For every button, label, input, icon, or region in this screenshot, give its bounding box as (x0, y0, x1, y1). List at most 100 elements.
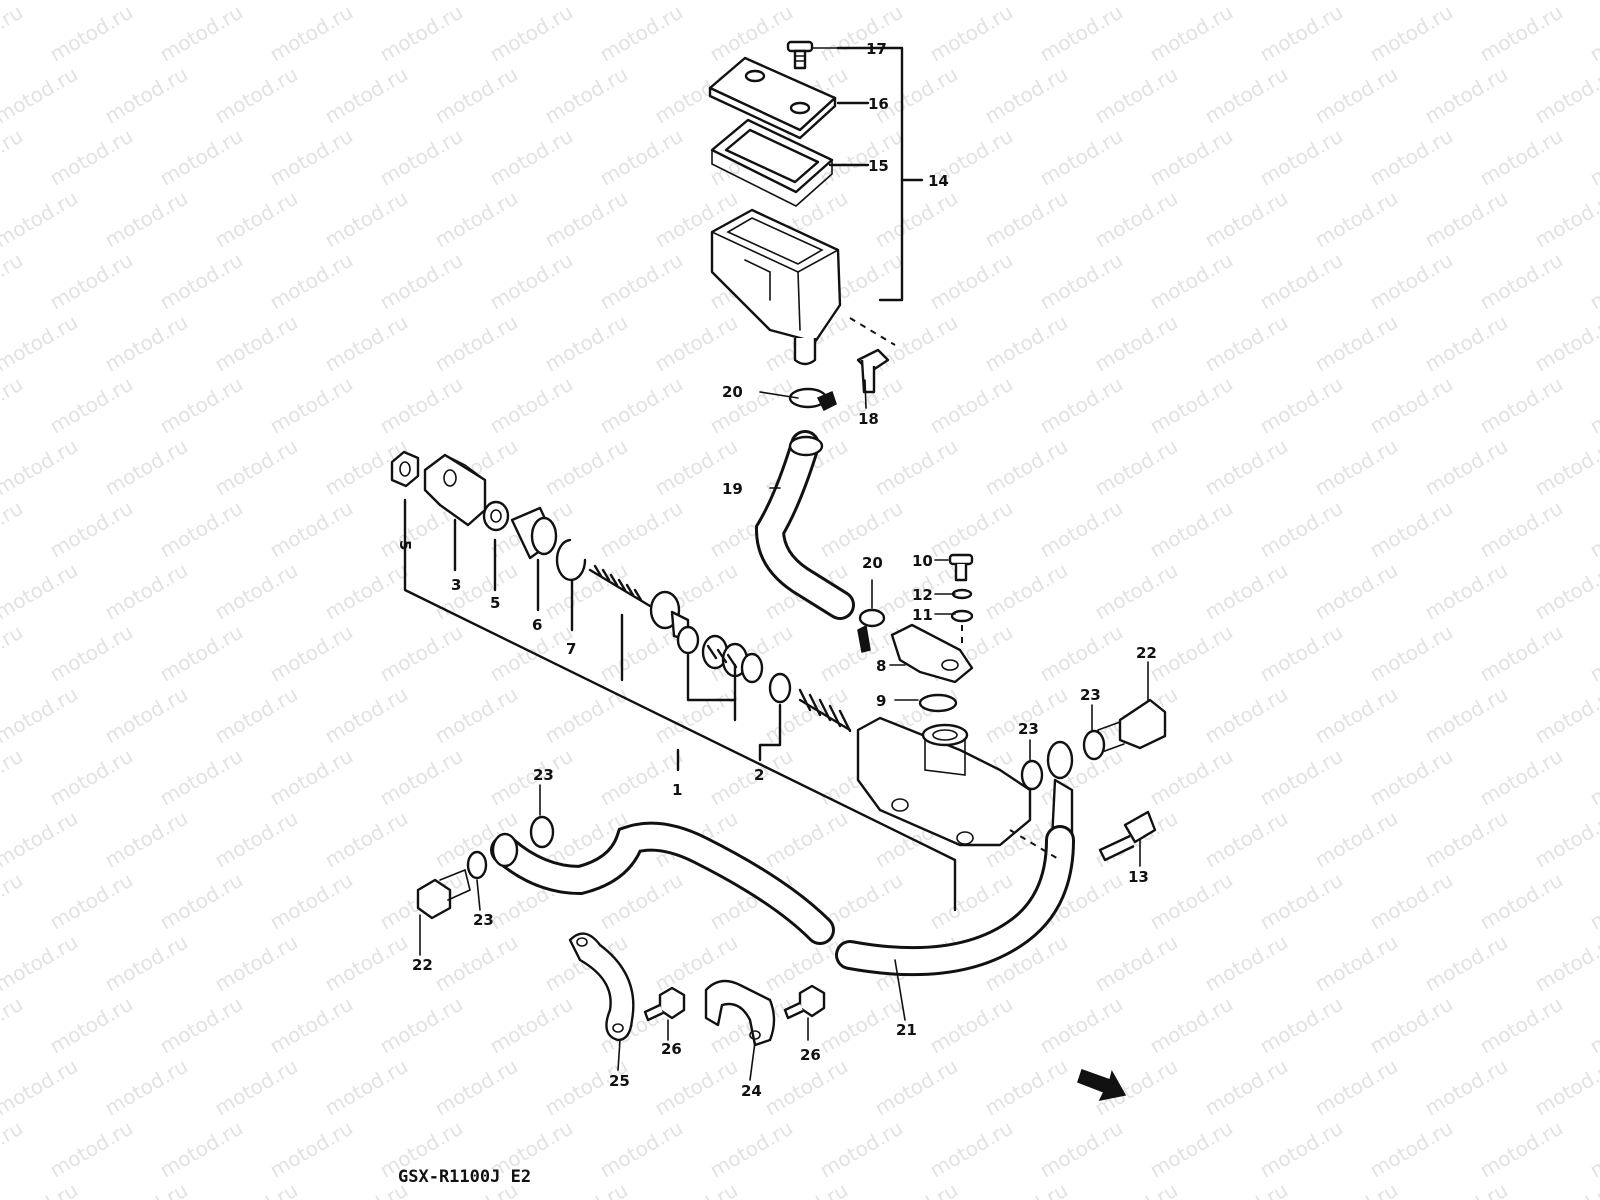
watermark-text: motod.ru (156, 0, 247, 66)
watermark-text: motod.ru (981, 558, 1072, 625)
watermark-text: motod.ru (1531, 1054, 1600, 1121)
watermark-text: motod.ru (1146, 372, 1237, 439)
watermark-text: motod.ru (1421, 1054, 1512, 1121)
watermark-text: motod.ru (0, 1178, 82, 1200)
watermark-text: motod.ru (1366, 0, 1457, 66)
watermark-text: motod.ru (871, 310, 962, 377)
watermark-text: motod.ru (486, 248, 577, 315)
watermark-text: motod.ru (1421, 558, 1512, 625)
callout-15: 15 (868, 157, 889, 175)
watermark-text: motod.ru (101, 434, 192, 501)
watermark-text: motod.ru (1421, 434, 1512, 501)
watermark-text: motod.ru (1476, 868, 1567, 935)
callout-5-right: 5 (490, 594, 500, 612)
watermark-text: motod.ru (431, 62, 522, 129)
hose-joint-8 (890, 623, 974, 684)
watermark-text: motod.ru (596, 1116, 687, 1183)
watermark-text: motod.ru (1036, 372, 1127, 439)
callout-labels: 17 16 15 14 20 18 19 20 10 12 11 8 9 23 … (396, 40, 1157, 1100)
watermark-text: motod.ru (1311, 682, 1402, 749)
watermark-text: motod.ru (1366, 992, 1457, 1059)
watermark-text: motod.ru (431, 0, 522, 4)
watermark-text: motod.ru (1476, 372, 1567, 439)
watermark-text: motod.ru (101, 682, 192, 749)
watermark-text: motod.ru (101, 930, 192, 997)
watermark-text: motod.ru (1586, 372, 1600, 439)
callout-13: 13 (1128, 868, 1149, 886)
watermark-text: motod.ru (156, 992, 247, 1059)
watermark-text: motod.ru (981, 1054, 1072, 1121)
clevis-3 (423, 453, 487, 527)
hose-clamp-upper (788, 387, 837, 412)
watermark-text: motod.ru (1201, 62, 1292, 129)
watermark-text: motod.ru (1476, 620, 1567, 687)
watermark-text: motod.ru (1476, 992, 1567, 1059)
watermark-text: motod.ru (596, 0, 687, 66)
watermark-text: motod.ru (321, 558, 412, 625)
watermark-text: motod.ru (1311, 0, 1402, 4)
watermark-text: motod.ru (211, 62, 302, 129)
watermark-text: motod.ru (1531, 930, 1600, 997)
watermark-text: motod.ru (926, 496, 1017, 563)
watermark-text: motod.ru (486, 124, 577, 191)
watermark-text: motod.ru (321, 0, 412, 4)
watermark-text: motod.ru (1586, 992, 1600, 1059)
watermark-text: motod.ru (1146, 248, 1237, 315)
watermark-text: motod.ru (1476, 1116, 1567, 1183)
watermark-text: motod.ru (651, 682, 742, 749)
watermark-text: motod.ru (1036, 620, 1127, 687)
watermark-text: motod.ru (541, 1178, 632, 1200)
nut-5-right (482, 500, 510, 532)
washer-23-upper-left (529, 815, 555, 849)
watermark-text: motod.ru (1531, 682, 1600, 749)
watermark-text: motod.ru (706, 372, 797, 439)
watermark-text: motod.ru (1531, 1178, 1600, 1200)
watermark-text: motod.ru (1146, 868, 1237, 935)
watermark-text: motod.ru (651, 1054, 742, 1121)
watermark-text: motod.ru (266, 744, 357, 811)
watermark-text: motod.ru (1201, 558, 1292, 625)
watermark-text: motod.ru (0, 620, 27, 687)
watermark-text: motod.ru (871, 1178, 962, 1200)
callout-19: 19 (722, 480, 743, 498)
banjo-bolt-22-left (416, 868, 471, 920)
watermark-text: motod.ru (101, 186, 192, 253)
watermark-text: motod.ru (926, 248, 1017, 315)
callout-17: 17 (866, 40, 887, 58)
watermark-text: motod.ru (761, 1178, 852, 1200)
watermark-text: motod.ru (1421, 930, 1512, 997)
callout-1: 1 (672, 781, 682, 799)
watermark-text: motod.ru (431, 186, 522, 253)
watermark-text: motod.ru (1531, 62, 1600, 129)
watermark-text: motod.ru (376, 372, 467, 439)
bolt-26-right (783, 984, 826, 1020)
hose-guide-25 (568, 932, 635, 1042)
watermark-text: motod.ru (926, 992, 1017, 1059)
watermark-text: motod.ru (211, 806, 302, 873)
watermark-text: motod.ru (871, 186, 962, 253)
watermark-text: motod.ru (156, 496, 247, 563)
watermark-text: motod.ru (211, 558, 302, 625)
watermark-text: motod.ru (1311, 930, 1402, 997)
watermark-text: motod.ru (211, 930, 302, 997)
watermark-text: motod.ru (926, 0, 1017, 66)
return-spring (798, 688, 852, 733)
watermark-text: motod.ru (156, 248, 247, 315)
callout-14: 14 (928, 172, 949, 190)
watermark-text: motod.ru (1091, 0, 1182, 4)
watermark-text: motod.ru (0, 124, 27, 191)
callout-11: 11 (912, 606, 933, 624)
watermark-text: motod.ru (1366, 1116, 1457, 1183)
watermark-text: motod.ru (1531, 434, 1600, 501)
watermark-text: motod.ru (1256, 0, 1347, 66)
watermark-text: motod.ru (761, 0, 852, 4)
watermark-text: motod.ru (0, 372, 27, 439)
watermark-text: motod.ru (1146, 1116, 1237, 1183)
watermark-text: motod.ru (871, 434, 962, 501)
watermark-text: motod.ru (816, 0, 907, 66)
watermark-text: motod.ru (1091, 310, 1182, 377)
watermark-text: motod.ru (431, 682, 522, 749)
watermark-text: motod.ru (541, 434, 632, 501)
watermark-text: motod.ru (1421, 186, 1512, 253)
